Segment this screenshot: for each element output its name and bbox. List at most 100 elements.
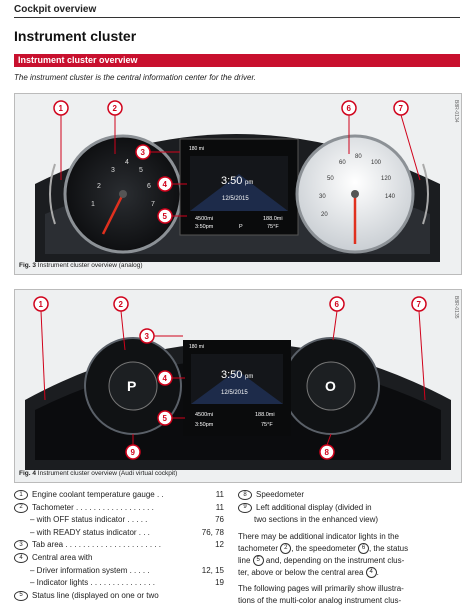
svg-text:5: 5 <box>139 167 143 174</box>
section-header: Cockpit overview <box>14 4 97 15</box>
svg-text:100: 100 <box>371 160 382 166</box>
callout-4: 4 <box>163 374 168 383</box>
caption-fig-number: Fig. 3 <box>19 262 36 269</box>
para-text: and, depending on the instrument clus- <box>265 555 405 565</box>
intro-text: The instrument cluster is the central in… <box>14 73 257 82</box>
svg-text:60: 60 <box>339 160 346 166</box>
legend-label: – with OFF status indicator . . . . . <box>30 515 148 525</box>
figure-virtual-cockpit: P O 3:50 pm 12/5/2015 4500mi 188.0mi 3:5… <box>14 289 462 483</box>
legend-row: 4 Central area with <box>14 552 224 565</box>
para-text: , the speedometer <box>291 543 356 553</box>
legend-row: – Indicator lights . . . . . . . . . . .… <box>14 577 224 590</box>
screen-tab-text: 180 mi <box>189 344 204 350</box>
subsection-title: Instrument cluster overview <box>18 55 138 65</box>
figure-ref: B8R-0135 <box>453 296 459 319</box>
legend-num: 2 <box>14 502 28 513</box>
screen-temp: 75°F <box>261 422 273 428</box>
caption-text: Instrument cluster overview (Audi virtua… <box>37 470 178 477</box>
svg-text:7: 7 <box>151 201 155 208</box>
legend-num: 9 <box>238 502 252 513</box>
callout-6: 6 <box>347 104 352 113</box>
left-gear: P <box>127 378 136 394</box>
analog-cluster-illustration: 3 4 5 6 2 1 7 3:50 pm 12/5/2015 4500mi 1… <box>35 100 440 262</box>
legend-label: – Driver information system . . . . . <box>30 565 150 575</box>
svg-text:120: 120 <box>381 176 392 182</box>
paragraph-following: The following pages will primarily show … <box>238 583 460 607</box>
legend-page <box>190 552 224 565</box>
legend-row: 8 Speedometer <box>238 489 460 502</box>
screen-date: 12/5/2015 <box>222 196 249 202</box>
caption-fig-number: Fig. 4 <box>19 470 36 477</box>
legend-row: two sections in the enhanced view) <box>238 514 460 527</box>
paragraph-indicators: There may be additional indicator lights… <box>238 531 409 579</box>
callout-4: 4 <box>163 180 168 189</box>
callout-3: 3 <box>145 332 150 341</box>
inline-callout: 6 <box>357 543 369 555</box>
para-text: tachometer <box>238 543 279 553</box>
legend-label: Speedometer <box>256 490 305 499</box>
legend-label: two sections in the enhanced view) <box>254 515 379 525</box>
virtual-cockpit-illustration: P O 3:50 pm 12/5/2015 4500mi 188.0mi 3:5… <box>25 296 451 470</box>
screen-clock: 3:50pm <box>195 224 214 230</box>
legend-label: Left additional display (divided in <box>256 502 372 512</box>
legend-label: Engine coolant temperature gauge . . <box>32 490 164 499</box>
legend-row: – Driver information system . . . . . 12,… <box>14 565 224 578</box>
legend-label: Tab area . . . . . . . . . . . . . . . .… <box>32 540 161 550</box>
callout-5: 5 <box>163 212 168 221</box>
legend-page <box>190 590 224 603</box>
subsection-bar: Instrument cluster overview <box>14 54 460 67</box>
legend-label: Status line (displayed on one or two <box>32 590 159 600</box>
legend-num: 3 <box>14 540 28 551</box>
legend-num: 8 <box>238 490 252 500</box>
para-text: There may be additional indicator lights… <box>238 531 399 541</box>
svg-text:2: 2 <box>97 183 101 190</box>
svg-text:80: 80 <box>355 154 362 160</box>
svg-text:50: 50 <box>327 176 334 182</box>
para-text: line <box>238 555 251 565</box>
screen-trip: 188.0mi <box>263 216 283 222</box>
legend-row: 3 Tab area . . . . . . . . . . . . . . . … <box>14 539 224 552</box>
screen-odo: 4500mi <box>195 412 213 418</box>
callout-3: 3 <box>141 148 146 157</box>
svg-text:6: 6 <box>147 183 151 190</box>
screen-time-unit: pm <box>245 180 253 186</box>
figure-caption: Fig. 3 Instrument cluster overview (anal… <box>19 262 143 269</box>
legend-row: – with OFF status indicator . . . . .76 <box>14 514 224 527</box>
legend-page: 19 <box>215 578 224 588</box>
legend-page: 12, 15 <box>201 565 224 575</box>
svg-text:1: 1 <box>91 201 95 208</box>
callout-6: 6 <box>335 300 340 309</box>
para-text: The following pages will primarily show … <box>238 583 404 593</box>
callout-2: 2 <box>119 300 124 309</box>
callout-1: 1 <box>59 104 64 113</box>
screen-time-unit: pm <box>245 374 253 380</box>
legend-row: 9 Left additional display (divided in <box>238 502 460 515</box>
legend-row: 5 Status line (displayed on one or two <box>14 590 224 603</box>
screen-temp: 75°F <box>267 224 279 230</box>
legend-num: 4 <box>14 552 28 563</box>
legend-num: 1 <box>14 490 28 500</box>
screen-gear: P <box>239 224 243 230</box>
caption-text: Instrument cluster overview (analog) <box>37 262 143 269</box>
figure-caption: Fig. 4 Instrument cluster overview (Audi… <box>19 470 177 477</box>
inline-callout: 4 <box>365 567 377 579</box>
para-text: , the status <box>368 543 409 553</box>
screen-time: 3:50 <box>221 369 242 381</box>
callout-7: 7 <box>417 300 422 309</box>
legend-page: 12 <box>215 540 224 550</box>
header-divider <box>14 17 460 18</box>
svg-text:140: 140 <box>385 194 396 200</box>
screen-clock: 3:50pm <box>195 422 214 428</box>
svg-text:20: 20 <box>321 212 328 218</box>
screen-date: 12/5/2015 <box>221 390 248 396</box>
legend-label: Central area with <box>32 552 93 562</box>
screen-trip: 188.0mi <box>255 412 275 418</box>
screen-time: 3:50 <box>221 175 242 187</box>
screen-odo: 4500mi <box>195 216 213 222</box>
legend-right: 8 Speedometer 9 Left additional display (d… <box>238 489 460 607</box>
para-text: tions of the multi-color analog instrume… <box>238 595 402 605</box>
inline-callout: 5 <box>252 555 264 567</box>
legend-num: 5 <box>14 590 28 601</box>
